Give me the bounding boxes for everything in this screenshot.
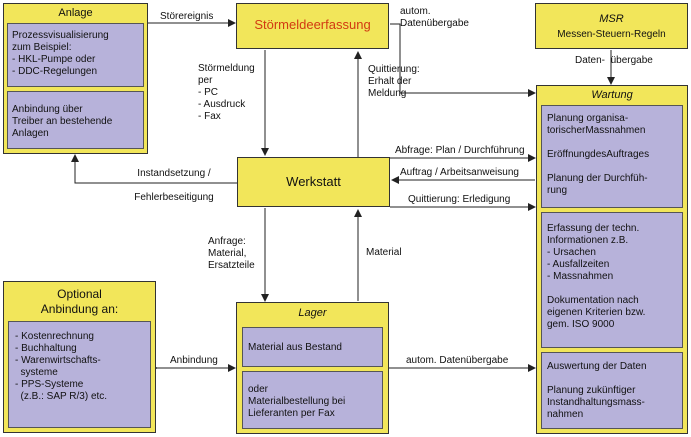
- stoermeldeerfassung-box: Störmeldeerfassung: [236, 3, 389, 49]
- werkstatt-title: Werkstatt: [286, 174, 341, 189]
- wartung-box: Wartung Planung organisa- torischerMassn…: [536, 85, 688, 434]
- wartung-erfassung: Erfassung der techn. Informationen z.B. …: [541, 212, 683, 348]
- wartung-planung: Planung organisa- torischerMassnahmen Er…: [541, 105, 683, 208]
- label-quittierung-erledigung: Quittierung: Erledigung: [408, 194, 511, 205]
- label-abfrage-plan: Abfrage: Plan / Durchführung: [395, 145, 525, 156]
- label-daten-uebergabe: Daten- übergabe: [575, 55, 653, 66]
- lager-title: Lager: [298, 307, 327, 319]
- lager-box: Lager Material aus Bestand oder Material…: [236, 302, 389, 434]
- label-stoermeldung: Störmeldung per - PC - Ausdruck - Fax: [198, 63, 255, 122]
- anlage-prozessvisualisierung: Prozessvisualisierung zum Beispiel: - HK…: [7, 23, 144, 87]
- arrow-autom-datenuebergabe-top: [390, 23, 536, 97]
- stoermeldeerfassung-title: Störmeldeerfassung: [254, 17, 371, 32]
- lager-material-bestand: Material aus Bestand: [242, 327, 383, 367]
- wartung-auswertung: Auswertung der Daten Planung zukünftiger…: [541, 352, 683, 429]
- optional-box: Optional Anbindung an: - Kostenrechnung …: [3, 281, 156, 433]
- msr-subtitle: Messen-Steuern-Regeln: [557, 29, 666, 40]
- label-anfrage-material: Anfrage: Material, Ersatzteile: [208, 236, 255, 271]
- arrow-instandsetzung: [71, 154, 237, 184]
- label-auftrag: Auftrag / Arbeitsanweisung: [400, 167, 519, 178]
- label-quittierung-erhalt: Quittierung: Erhalt der Meldung: [368, 64, 420, 99]
- msr-title: MSR: [599, 13, 624, 25]
- label-instandsetzung: Instandsetzung / Fehlerbeseitigung: [134, 168, 214, 203]
- optional-systeme-list: - Kostenrechnung - Buchhaltung - Warenwi…: [8, 321, 151, 428]
- anlage-title: Anlage: [58, 7, 93, 19]
- anlage-box: Anlage Prozessvisualisierung zum Beispie…: [3, 3, 148, 154]
- werkstatt-box: Werkstatt: [237, 157, 390, 207]
- label-stoerereignis: Störereignis: [160, 11, 214, 22]
- optional-title: Optional Anbindung an:: [40, 287, 119, 316]
- label-autom-datenuebergabe-top: autom. Datenübergabe: [400, 6, 469, 29]
- wartung-title: Wartung: [591, 89, 633, 101]
- label-material: Material: [366, 247, 402, 258]
- label-anbindung: Anbindung: [170, 355, 218, 366]
- anlage-anbindung-treiber: Anbindung über Treiber an bestehende Anl…: [7, 91, 144, 149]
- label-autom-datenuebergabe-bottom: autom. Datenübergabe: [406, 355, 509, 366]
- lager-materialbestellung: oder Materialbestellung bei Lieferanten …: [242, 371, 383, 429]
- msr-box: MSR Messen-Steuern-Regeln: [535, 3, 688, 49]
